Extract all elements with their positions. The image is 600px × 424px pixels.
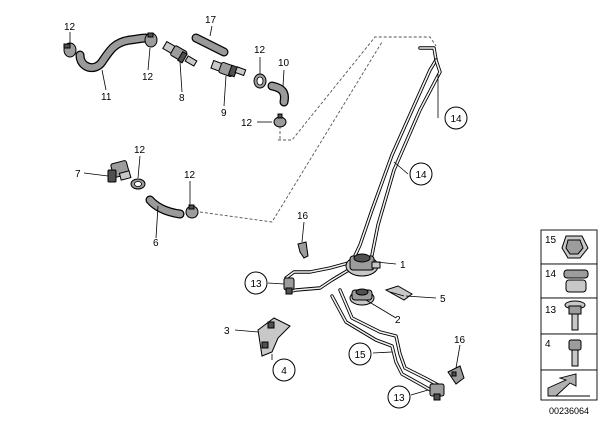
- callout-15: 15: [348, 342, 372, 366]
- legend-item-15: 15: [545, 235, 589, 259]
- hose-clamp-clip-icon: [561, 235, 589, 259]
- hose-17: [191, 33, 229, 57]
- label-1-component: 1: [400, 260, 406, 271]
- label-5-bracket: 5: [440, 294, 446, 305]
- label-12-clamp-c: 12: [254, 45, 266, 56]
- callout-13-bottom: 13: [387, 385, 411, 409]
- hose-6: [145, 195, 185, 219]
- label-12-clamp-f: 12: [184, 170, 196, 181]
- legend-panel: 15 14 13 4: [540, 229, 598, 401]
- connector-13a: [283, 277, 295, 295]
- bracket-3: [257, 317, 291, 357]
- hose-clamp-12c: [253, 73, 267, 89]
- label-12-clamp-e: 12: [134, 145, 146, 156]
- main-pipe-assembly: [284, 46, 442, 394]
- hose-clamp-12d: [273, 113, 287, 128]
- label-16-clip-a: 16: [297, 211, 309, 222]
- label-12-clamp-b: 12: [142, 72, 154, 83]
- clip-16a: [297, 241, 309, 259]
- callout-14-middle: 14: [409, 162, 433, 186]
- label-12-clamp-a: 12: [64, 22, 76, 33]
- elbow-hose-10: [267, 81, 289, 107]
- callout-13-left: 13: [244, 271, 268, 295]
- label-7-valve: 7: [75, 169, 81, 180]
- hose-clip-icon: [563, 269, 589, 293]
- hose-clamp-12b: [144, 32, 158, 48]
- svg-text:14: 14: [415, 170, 427, 181]
- label-8-valve: 8: [179, 93, 185, 104]
- label-10-elbow: 10: [278, 58, 290, 69]
- callout-4: 4: [272, 358, 296, 382]
- svg-text:14: 14: [450, 114, 462, 125]
- svg-text:13: 13: [393, 393, 405, 404]
- svg-text:13: 13: [250, 279, 262, 290]
- label-17-hose: 17: [205, 15, 217, 26]
- hose-11: [75, 33, 151, 73]
- arrow-icon: [547, 373, 590, 397]
- legend-item-4: 4: [545, 339, 582, 367]
- svg-text:4: 4: [281, 366, 287, 377]
- valve-7: [107, 160, 132, 183]
- svg-text:13: 13: [545, 305, 557, 316]
- legend-item-14: 14: [545, 269, 589, 293]
- legend-item-arrow: [547, 373, 590, 397]
- svg-text:15: 15: [545, 235, 557, 246]
- label-12-clamp-d: 12: [241, 118, 253, 129]
- clip-16b: [447, 365, 465, 385]
- routing-dashed-lines: [199, 36, 437, 223]
- diagram-id: 00236064: [549, 406, 589, 416]
- bolt-icon: [564, 300, 586, 331]
- hose-clamp-12a: [63, 42, 77, 58]
- svg-text:14: 14: [545, 269, 557, 280]
- svg-text:4: 4: [545, 339, 551, 350]
- valve-8: [162, 40, 198, 67]
- fuel-component-1: [345, 253, 381, 277]
- label-3-bracket: 3: [224, 326, 230, 337]
- hose-clamp-12e: [130, 178, 146, 190]
- label-16-clip-b: 16: [454, 335, 466, 346]
- svg-text:15: 15: [354, 350, 366, 361]
- label-11-hose: 11: [101, 92, 112, 103]
- label-2-component: 2: [395, 315, 401, 326]
- valve-9: [210, 59, 247, 78]
- legend-item-13: 13: [545, 300, 586, 331]
- part-number-labels: 12 11 12 17 8 9 12 10 12 7 12 12 6 16 1 …: [64, 15, 466, 346]
- hose-clamp-12f: [185, 204, 199, 219]
- screw-icon: [568, 339, 582, 367]
- bracket-5: [384, 285, 413, 301]
- label-9-valve: 9: [221, 108, 227, 119]
- leader-lines: [69, 25, 461, 396]
- label-6-hose: 6: [153, 238, 159, 249]
- callout-14-upper: 14: [444, 106, 468, 130]
- connector-13b: [429, 383, 445, 401]
